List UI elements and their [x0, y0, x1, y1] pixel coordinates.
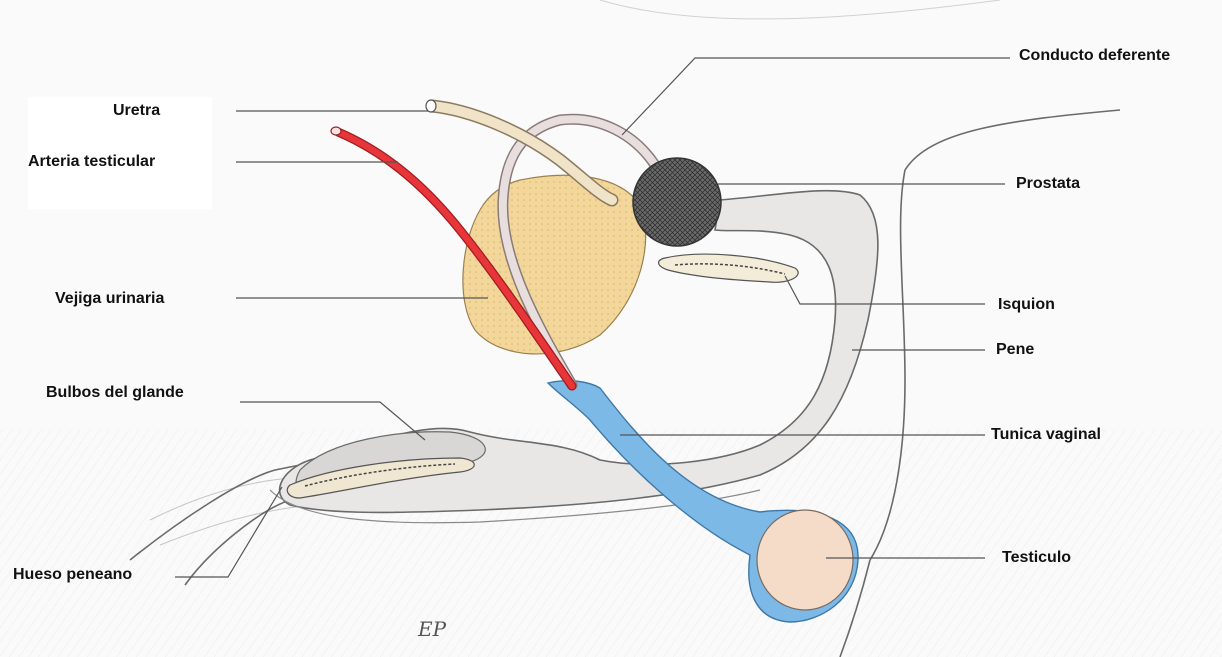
label-pene: Pene — [996, 340, 1034, 360]
label-bulbos-del-glande: Bulbos del glande — [46, 383, 184, 403]
label-isquion: Isquion — [998, 295, 1055, 315]
leader-isquion — [785, 276, 985, 304]
testiculo — [757, 510, 853, 610]
label-conducto-deferente: Conducto deferente — [1019, 46, 1170, 66]
label-tunica-vaginal: Tunica vaginal — [991, 425, 1101, 445]
prostata — [633, 158, 721, 246]
label-uretra: Uretra — [113, 101, 160, 121]
label-prostata: Prostata — [1016, 174, 1080, 194]
label-hueso-peneano: Hueso peneano — [13, 565, 132, 585]
label-vejiga-urinaria: Vejiga urinaria — [55, 289, 164, 309]
label-arteria-testicular: Arteria testicular — [28, 152, 155, 172]
label-testiculo: Testiculo — [1002, 548, 1071, 568]
artist-signature: EP — [417, 617, 447, 641]
leader-conducto-deferente — [622, 58, 1010, 135]
isquion — [659, 254, 799, 282]
